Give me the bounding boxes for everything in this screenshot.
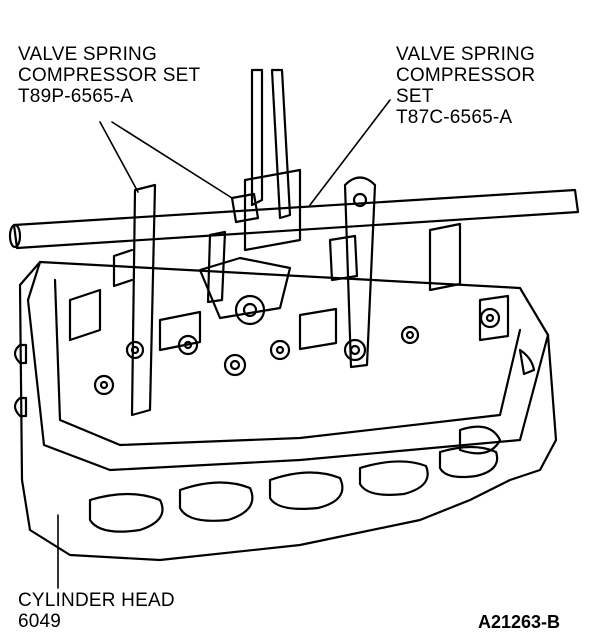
leader-left-1 — [99, 121, 139, 193]
end-bosses — [13, 343, 536, 455]
bolt-bosses — [93, 294, 501, 396]
left-tool-arms — [112, 183, 227, 417]
cylinder-head-label: CYLINDER HEAD 6049 — [18, 590, 175, 632]
cylinder-head-inner-rail — [53, 278, 522, 447]
left-tool-label: VALVE SPRING COMPRESSOR SET T89P-6565-A — [18, 44, 201, 107]
cylinder-head-top-edge — [26, 260, 550, 472]
compressor-bar — [8, 188, 580, 250]
right-tool-arm — [328, 176, 377, 369]
figure-id: A21263-B — [478, 612, 561, 632]
right-tool-label: VALVE SPRING COMPRESSOR SET T87C-6565-A — [396, 44, 536, 128]
cylinder-head-outline — [18, 260, 558, 562]
compressor-handle — [230, 68, 302, 252]
intake-ports — [88, 445, 499, 533]
leader-left-2 — [111, 121, 233, 199]
leader-right — [309, 99, 391, 206]
cam-towers — [68, 222, 510, 352]
leader-lines — [57, 99, 391, 589]
